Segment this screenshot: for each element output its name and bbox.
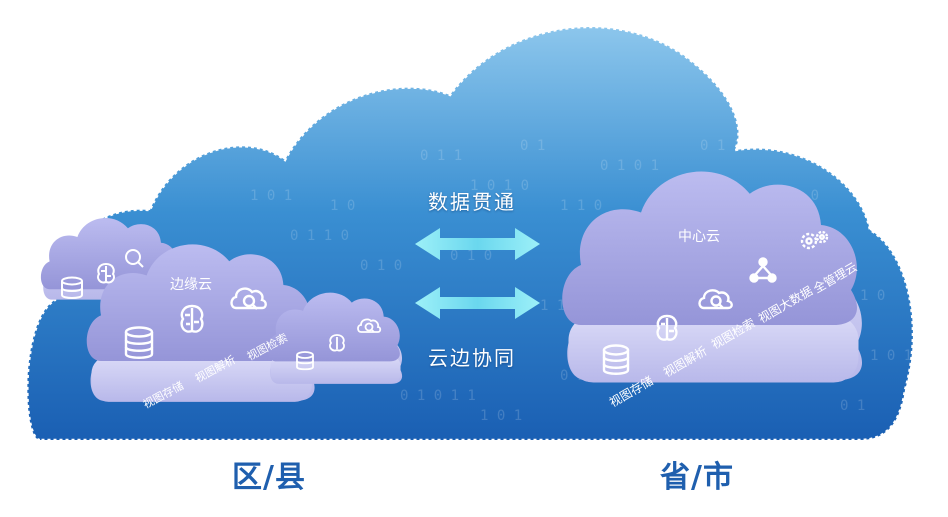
svg-text:1 0: 1 0 (860, 288, 885, 304)
province-city-label: 省/市 (660, 460, 734, 495)
center-cloud (562, 171, 863, 383)
magnifier-icon (230, 287, 267, 310)
svg-text:1 0 1: 1 0 1 (480, 408, 522, 424)
cloud-edge-collab-label: 云边协同 (428, 346, 516, 370)
svg-text:1 0 1: 1 0 1 (870, 348, 912, 364)
svg-text:1 0: 1 0 (330, 198, 355, 214)
brain-icon (329, 334, 345, 352)
svg-text:1 0 1: 1 0 1 (250, 188, 292, 204)
magnifier-icon (698, 289, 733, 310)
svg-text:1 0 1 0: 1 0 1 0 (470, 178, 529, 194)
svg-text:0 1 1 0: 0 1 1 0 (290, 228, 349, 244)
svg-text:0 1 0: 0 1 0 (360, 258, 402, 274)
svg-text:0 1 0 1 1: 0 1 0 1 1 (400, 388, 476, 404)
database-icon (296, 351, 314, 371)
svg-text:0 1: 0 1 (840, 398, 865, 414)
center-cloud-title: 中心云 (678, 229, 720, 245)
network-icon (749, 257, 777, 283)
magnifier-icon (357, 318, 382, 333)
svg-text:0 1 1: 0 1 1 (700, 138, 742, 154)
edge-cloud (86, 244, 315, 402)
double-arrow-icon (415, 287, 540, 319)
brain-icon (96, 262, 116, 284)
magnifier-icon (125, 249, 144, 268)
gears-icon (800, 230, 829, 250)
brain-icon (656, 314, 678, 341)
svg-text:0 1: 0 1 (520, 138, 545, 154)
double-arrow-icon (415, 228, 540, 260)
database-icon (124, 326, 154, 359)
svg-text:0 1 1: 0 1 1 (420, 148, 462, 164)
district-county-label: 区/县 (232, 460, 306, 495)
data-connect-label: 数据贯通 (428, 190, 516, 214)
brain-icon (180, 304, 204, 333)
database-icon (602, 344, 630, 375)
svg-text:1 1 0: 1 1 0 (560, 198, 602, 214)
svg-text:0 1 0: 0 1 0 (450, 248, 492, 264)
database-icon (61, 276, 83, 299)
edge-cloud-title: 边缘云 (170, 277, 212, 293)
svg-text:0 1 0 1: 0 1 0 1 (600, 158, 659, 174)
